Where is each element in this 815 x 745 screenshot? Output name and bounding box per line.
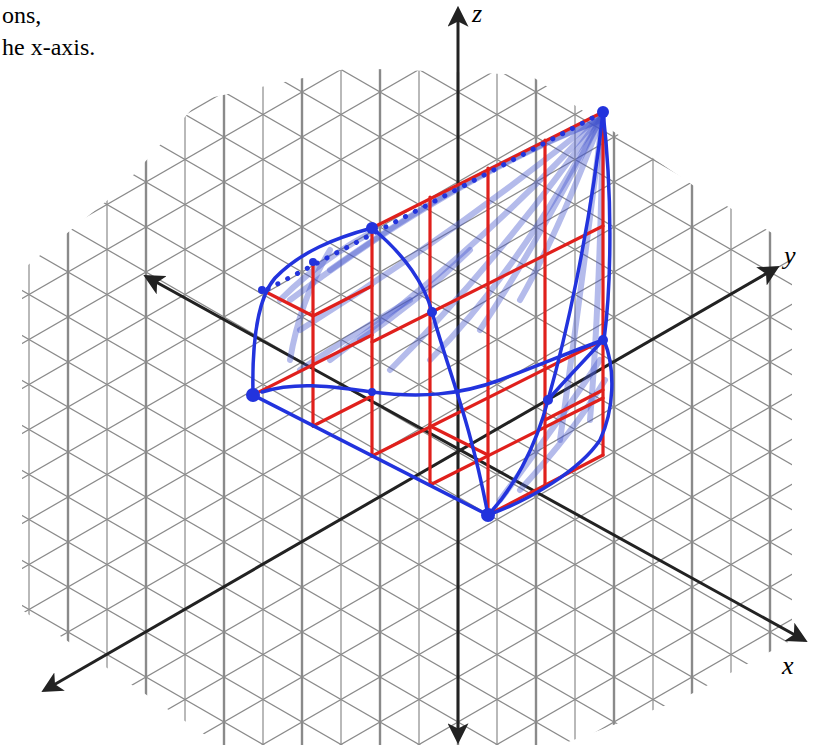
vertex-dots bbox=[246, 106, 609, 522]
cross-section-frame bbox=[253, 112, 603, 515]
shading-strokes bbox=[280, 114, 605, 500]
axis-label: x bbox=[782, 652, 794, 681]
axis-label: y bbox=[784, 242, 796, 271]
caption-fragment: ons, bbox=[2, 2, 41, 28]
isometric-grid bbox=[22, 68, 792, 745]
axis-label: z bbox=[472, 0, 482, 29]
caption-fragment: he x-axis. bbox=[2, 34, 95, 60]
coordinate-axes bbox=[45, 10, 804, 740]
solid-outline bbox=[253, 112, 612, 515]
dotted-edge bbox=[268, 114, 600, 289]
